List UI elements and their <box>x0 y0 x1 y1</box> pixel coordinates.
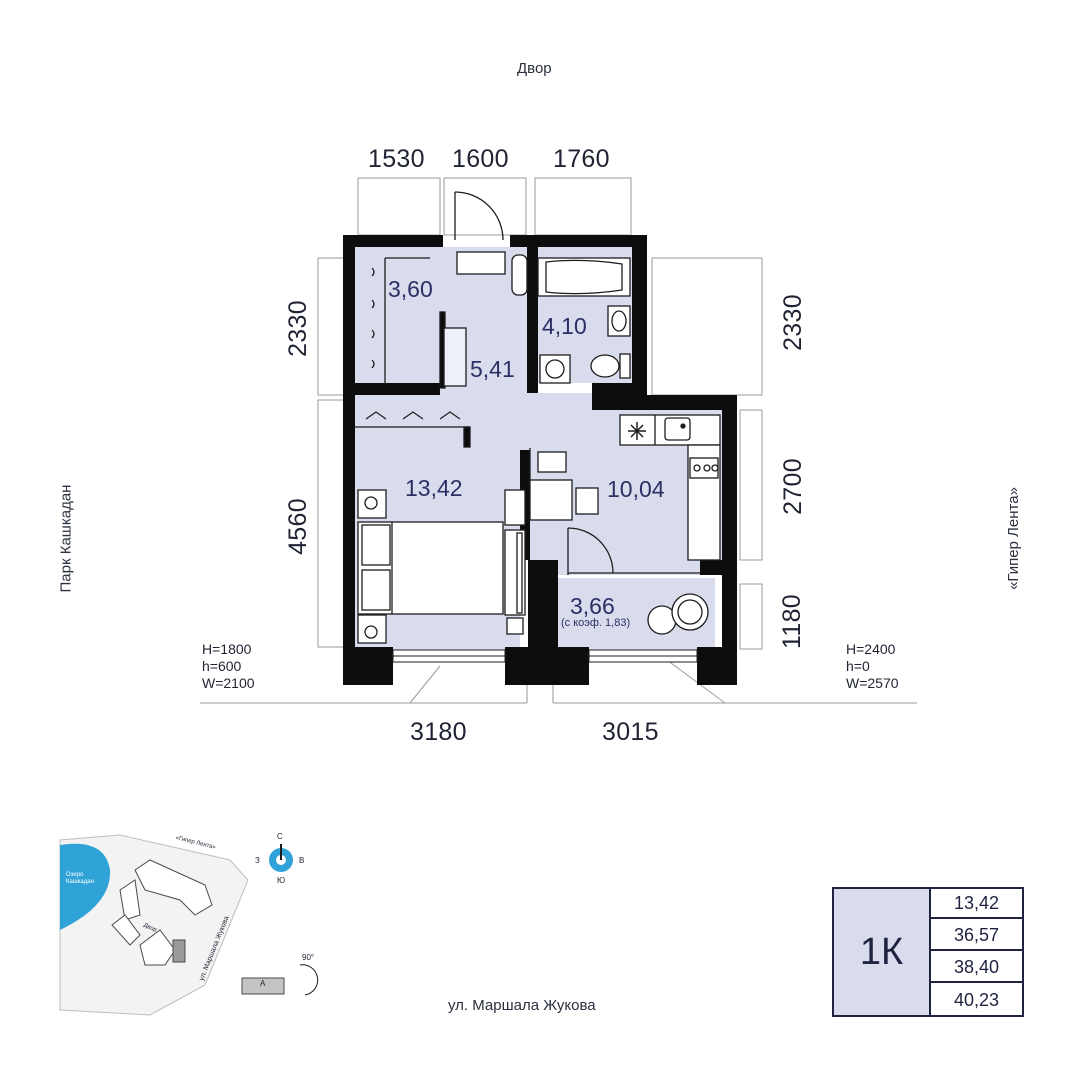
dimension-left-lower: 4560 <box>283 498 312 555</box>
site-lake-name-2: Кашкадан <box>66 879 94 885</box>
site-lake-name-1: Озеро <box>66 872 84 878</box>
orientation-bottom: ул. Маршала Жукова <box>448 997 596 1014</box>
window-spec-right: H=2400 h=0 W=2570 <box>846 641 899 692</box>
room-area-bedroom: 13,42 <box>405 475 463 501</box>
hanger-icons <box>365 267 461 420</box>
room-area-balcony: 3,66 <box>570 593 615 619</box>
dimension-left-upper: 2330 <box>283 300 312 357</box>
compass-east: В <box>299 856 305 865</box>
window-reveals <box>343 676 737 685</box>
summary-area-coef: 38,40 <box>931 953 1022 983</box>
furniture <box>355 191 721 644</box>
window-right-sill: h=0 <box>846 658 870 674</box>
dimension-top-1: 1530 <box>368 145 425 173</box>
dimension-right-lower: 1180 <box>777 594 806 649</box>
orientation-right: «Гипер Лента» <box>1004 487 1022 590</box>
window-spec-left: H=1800 h=600 W=2100 <box>202 641 255 692</box>
dimension-lines <box>200 177 917 704</box>
dimension-right-middle: 2700 <box>778 458 807 515</box>
room-area-hall: 5,41 <box>470 356 515 382</box>
site-rotation-label: 90° <box>302 953 315 962</box>
summary-area-full: 40,23 <box>953 989 1000 1010</box>
dimension-top-3: 1760 <box>553 145 610 173</box>
apartment-type: 1К <box>834 889 931 1015</box>
compass-south: Ю <box>277 876 286 885</box>
dimension-bottom-right: 3015 <box>602 718 659 746</box>
dimension-right-upper: 2330 <box>778 294 807 351</box>
fridge-icon <box>628 422 646 440</box>
room-area-wardrobe: 3,60 <box>388 276 433 302</box>
room-area-kitchen: 10,04 <box>607 476 665 502</box>
window-right-width: W=2570 <box>846 675 899 691</box>
compass-west: З <box>255 856 260 865</box>
walls <box>343 235 737 685</box>
balcony-coefficient-note: (с коэф. 1,83) <box>561 617 631 629</box>
apartment-summary: 1К 13,42 36,57 38,40 40,23 <box>832 887 1024 1017</box>
window-left-sill: h=600 <box>202 658 242 674</box>
windows <box>392 649 698 663</box>
summary-total-area: 36,57 <box>931 921 1022 951</box>
dimension-top-2: 1600 <box>452 145 509 173</box>
window-left-width: W=2100 <box>202 675 255 691</box>
room-area-bathroom: 4,10 <box>542 313 587 339</box>
compass-north: С <box>277 832 283 841</box>
site-building-label: А <box>260 979 266 988</box>
window-right-height: H=2400 <box>846 641 896 657</box>
orientation-left: Парк Кашкадан <box>57 484 75 593</box>
window-left-height: H=1800 <box>202 641 252 657</box>
summary-living-area: 13,42 <box>931 889 1022 919</box>
dimension-bottom-left: 3180 <box>410 718 467 746</box>
site-lake-label: Озеро Кашкадан <box>66 872 94 886</box>
orientation-top: Двор <box>517 60 552 77</box>
